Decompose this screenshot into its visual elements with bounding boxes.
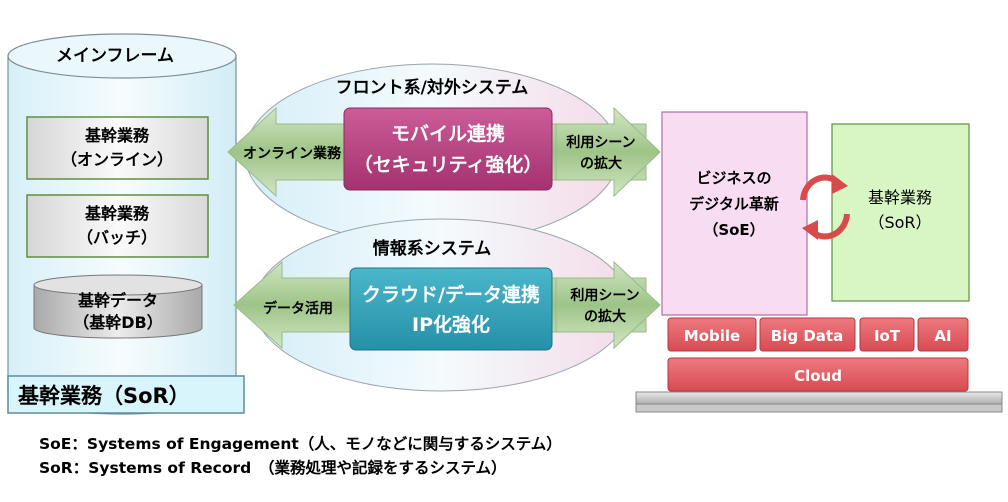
soe-box: ビジネスの デジタル革新 （SoE）	[661, 111, 808, 316]
info-right-label-line2: の拡大	[584, 308, 626, 325]
front-left-label: オンライン業務	[243, 145, 342, 162]
database-line2: （基幹DB）	[73, 313, 162, 332]
mobile-link-line1: モバイル連携	[391, 122, 505, 145]
pill-ai	[917, 317, 969, 352]
cloud-link-line1: クラウド/データ連携	[362, 283, 540, 306]
box-batch-line2: （バッチ）	[77, 228, 157, 247]
soe-line3: （SoE）	[703, 221, 764, 239]
soe-line2: デジタル革新	[689, 195, 779, 213]
box-batch-core: 基幹業務 （バッチ）	[26, 194, 209, 258]
box-batch-line1: 基幹業務	[84, 204, 150, 223]
database-line1: 基幹データ	[77, 291, 158, 310]
cloud-link-box: クラウド/データ連携 IP化強化	[349, 267, 553, 351]
front-right-label-line1: 利用シーン	[566, 134, 635, 151]
cycle-arrows-icon	[800, 174, 850, 240]
sor-label: 基幹業務（SoR）	[18, 384, 190, 408]
pill-cloud-label: Cloud	[794, 367, 842, 385]
cloud-link-line2: IP化強化	[412, 313, 490, 336]
mobile-link-line2: （セキュリティ強化）	[354, 153, 543, 176]
sor-box-line2: （SoR）	[868, 213, 931, 232]
pill-iot-label: IoT	[874, 327, 901, 345]
pill-iot	[859, 317, 915, 352]
info-right-arrow	[555, 260, 661, 350]
platform-base	[635, 391, 1003, 413]
front-right-label-line2: の拡大	[580, 155, 622, 172]
sor-box-line1: 基幹業務	[868, 188, 932, 207]
sor-box: 基幹業務 （SoR）	[831, 123, 970, 302]
pill-ai-label: AI	[934, 327, 951, 345]
soe-line1: ビジネスの	[696, 169, 771, 187]
box-online-line2: （オンライン）	[61, 150, 173, 169]
info-system-title: 情報系システム	[373, 238, 492, 259]
box-online-core: 基幹業務 （オンライン）	[26, 116, 209, 180]
sor-label-box	[7, 375, 245, 414]
platform-pills: Mobile Big Data IoT AI Cloud	[667, 317, 969, 392]
pill-cloud	[667, 357, 969, 392]
mainframe-title: メインフレーム	[56, 46, 174, 66]
pill-bigdata-label: Big Data	[771, 327, 843, 345]
footnote-soe: SoE：Systems of Engagement（人、モノなどに関与するシステ…	[39, 435, 562, 453]
info-left-label: データ活用	[263, 300, 333, 317]
pill-bigdata	[759, 317, 856, 352]
front-system-title: フロント系/対外システム	[336, 77, 529, 98]
box-online-line1: 基幹業務	[84, 126, 150, 145]
mobile-link-box: モバイル連携 （セキュリティ強化）	[343, 107, 553, 191]
front-right-arrow	[555, 106, 661, 198]
info-right-label-line1: 利用シーン	[570, 287, 639, 304]
pill-mobile-label: Mobile	[684, 327, 740, 345]
database-cylinder: 基幹データ （基幹DB）	[33, 274, 203, 339]
footnote-sor: SoR：Systems of Record （業務処理や記録をするシステム）	[39, 459, 507, 477]
pill-mobile	[667, 317, 757, 352]
